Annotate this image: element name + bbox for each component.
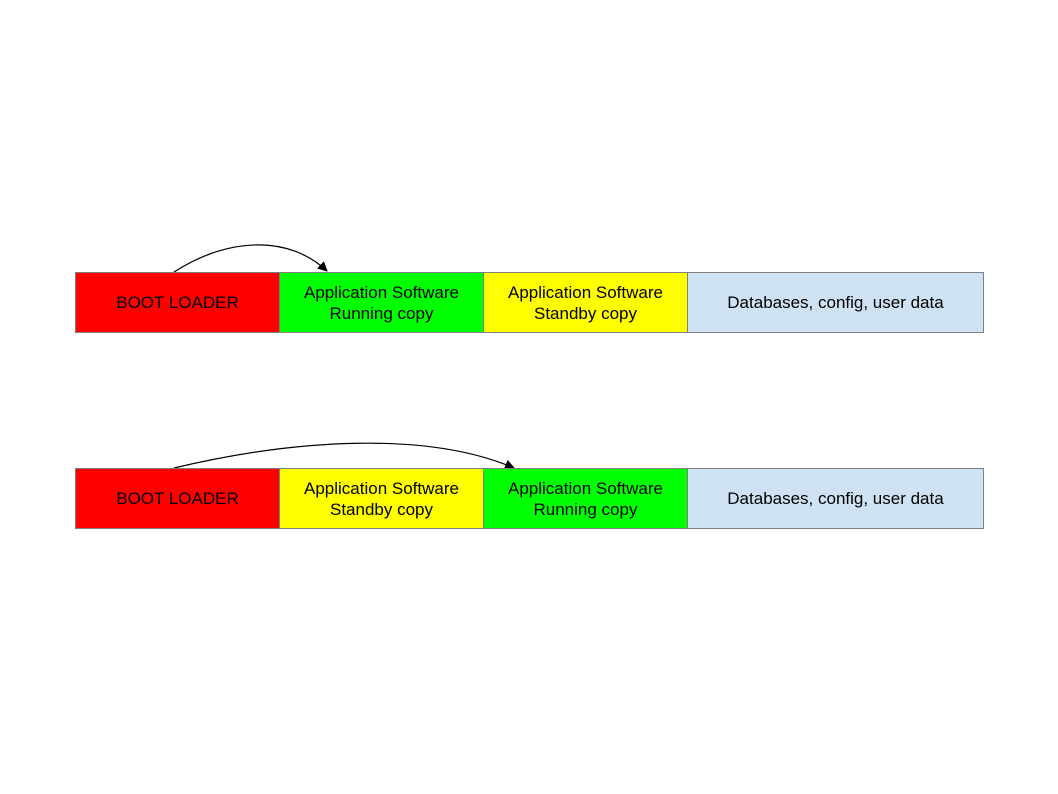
app-standby-segment: Application Software Standby copy bbox=[483, 272, 688, 333]
boot-loader-segment: BOOT LOADER bbox=[75, 272, 280, 333]
memory-layout-bottom: BOOT LOADER Application Software Standby… bbox=[75, 468, 984, 529]
memory-layout-top: BOOT LOADER Application Software Running… bbox=[75, 272, 984, 333]
segment-label: Application Software Standby copy bbox=[304, 478, 459, 519]
segment-label: Application Software Standby copy bbox=[508, 282, 663, 323]
segment-label: Application Software Running copy bbox=[508, 478, 663, 519]
segment-label: BOOT LOADER bbox=[116, 489, 239, 508]
data-segment: Databases, config, user data bbox=[687, 272, 984, 333]
data-segment: Databases, config, user data bbox=[687, 468, 984, 529]
boot-to-running-arrow-top bbox=[173, 244, 328, 273]
app-running-segment: Application Software Running copy bbox=[279, 272, 484, 333]
segment-label: Databases, config, user data bbox=[727, 489, 944, 508]
boot-to-running-arrow-bottom bbox=[173, 442, 515, 470]
segment-label: BOOT LOADER bbox=[116, 293, 239, 312]
segment-label: Application Software Running copy bbox=[304, 282, 459, 323]
boot-loader-segment: BOOT LOADER bbox=[75, 468, 280, 529]
app-running-segment: Application Software Running copy bbox=[483, 468, 688, 529]
segment-label: Databases, config, user data bbox=[727, 293, 944, 312]
app-standby-segment: Application Software Standby copy bbox=[279, 468, 484, 529]
